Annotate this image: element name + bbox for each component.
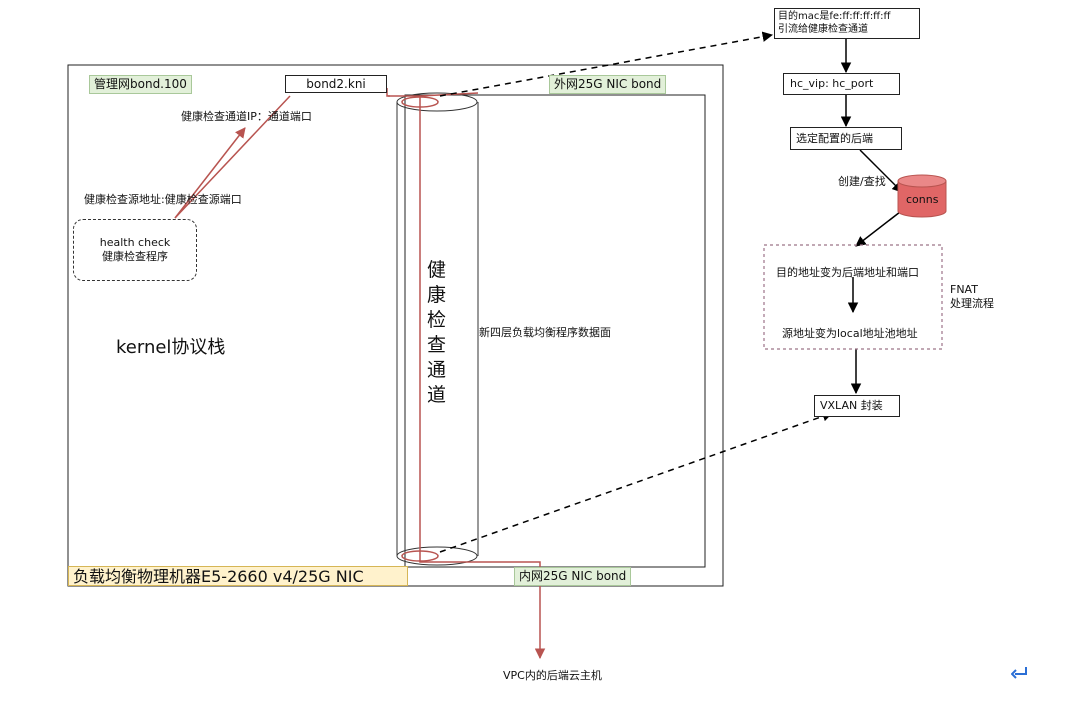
health-check-title: health check: [99, 236, 171, 249]
channel-char-6: 道: [427, 384, 447, 406]
conns-db-icon: [897, 174, 947, 218]
red-hc-to-ip: [174, 127, 246, 219]
ext-nic-label: 外网25G NIC bond: [549, 75, 667, 94]
mac-redirect-box: 目的mac是fe:ff:ff:ff:ff:ff 引流给健康检查通道: [774, 8, 920, 39]
fnat-step2-text: 源地址变为local地址池地址: [782, 327, 918, 340]
dashed-to-vxlan: [439, 411, 833, 553]
channel-char-2: 康: [427, 284, 447, 306]
machine-footer-label: 负载均衡物理机器E5-2660 v4/25G NIC: [68, 566, 408, 586]
dataplane-text: 新四层负载均衡程序数据面: [479, 326, 611, 339]
return-arrow-icon: [1011, 667, 1027, 679]
channel-char-3: 检: [427, 309, 447, 331]
fnat-label-line1: FNAT: [950, 283, 978, 296]
red-kni-to-hc: [174, 95, 291, 219]
fnat-label-line2: 处理流程: [950, 297, 994, 310]
mac-redirect-line1: 目的mac是fe:ff:ff:ff:ff:ff: [778, 11, 891, 22]
hc-src-text: 健康检查源地址:健康检查源端口: [84, 193, 242, 206]
arrow-backend-to-conns: [859, 149, 903, 193]
backend-select-box: 选定配置的后端: [790, 127, 902, 150]
dashed-to-mac-box: [439, 31, 774, 97]
vxlan-box: VXLAN 封装: [814, 395, 900, 417]
mac-redirect-line2: 引流给健康检查通道: [778, 24, 868, 35]
vpc-backend-text: VPC内的后端云主机: [503, 669, 602, 682]
channel-char-1: 健: [427, 259, 447, 281]
conns-label: conns: [906, 193, 939, 206]
int-nic-label: 内网25G NIC bond: [514, 567, 632, 586]
mgmt-bond-label: 管理网bond.100: [89, 75, 192, 94]
kni-label: bond2.kni: [285, 75, 387, 93]
channel-char-5: 通: [427, 359, 447, 381]
health-check-subtitle: 健康检查程序: [102, 250, 168, 263]
arrow-conns-to-fnat: [855, 211, 901, 247]
hc-ip-text: 健康检查通道IP：通道端口: [181, 110, 312, 123]
create-lookup-text: 创建/查找: [838, 175, 886, 188]
channel-char-4: 查: [427, 334, 447, 356]
machine-frame: [67, 64, 724, 587]
fnat-step1-text: 目的地址变为后端地址和端口: [776, 266, 919, 279]
fnat-label: FNAT 处理流程: [950, 283, 994, 311]
fnat-dashed-box: [763, 244, 943, 350]
hc-vip-box: hc_vip: hc_port: [783, 73, 900, 95]
kernel-stack-text: kernel协议栈: [116, 337, 226, 358]
health-check-box: health check 健康检查程序: [73, 219, 197, 281]
